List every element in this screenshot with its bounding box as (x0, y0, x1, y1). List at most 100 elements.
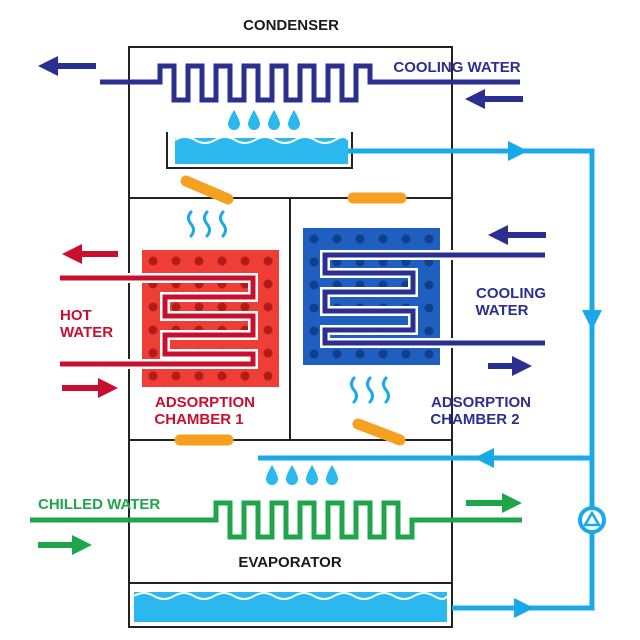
evaporator-label: EVAPORATOR (238, 554, 342, 571)
droplet (266, 465, 278, 485)
droplet (288, 110, 300, 130)
heat-wave (382, 376, 390, 404)
chamber-2-label-2: CHAMBER 2 (430, 411, 519, 428)
adsorbent-dot (217, 371, 227, 381)
adsorbent-dot (171, 302, 181, 312)
arrow-shaft (38, 542, 74, 548)
adsorbent-dot (309, 234, 319, 244)
arrow-shaft (506, 232, 546, 238)
arrow-shaft (62, 385, 100, 391)
adsorbent-dot (332, 349, 342, 359)
cooling-water-top-label: COOLING WATER (393, 59, 520, 76)
navy-arrows (38, 56, 546, 376)
adsorbent-dot (309, 349, 319, 359)
hot-water-coil (60, 275, 256, 367)
adsorbent-dot (148, 371, 158, 381)
pump-icon (578, 506, 606, 534)
arrow-right-icon (98, 378, 118, 398)
arrow-left-icon (488, 225, 508, 245)
adsorbent-dot (148, 256, 158, 266)
adsorbent-dot (401, 349, 411, 359)
valves (174, 175, 407, 446)
hot-water-label-1: HOT (60, 307, 92, 324)
adsorbent-dot (263, 302, 273, 312)
heat-wave (203, 210, 211, 238)
chamber-1-label-1: ADSORPTION (155, 394, 255, 411)
adsorbent-dot (194, 256, 204, 266)
arrow-right-icon (72, 535, 92, 555)
heat-wave (219, 210, 227, 238)
cooling-water-mid-label-2: WATER (475, 302, 528, 319)
adsorbent-dot (378, 234, 388, 244)
evaporator-water-pool (134, 592, 447, 622)
adsorbent-dot (263, 371, 273, 381)
arrow-right-icon (502, 493, 522, 513)
adsorbent-dot (194, 371, 204, 381)
condenser-water-wave (174, 136, 349, 144)
adsorbent-dot (263, 325, 273, 335)
arrow-right-icon (514, 598, 534, 618)
adsorbent-dot (424, 234, 434, 244)
heat-wave (350, 376, 358, 404)
arrow-left-icon (465, 89, 485, 109)
evaporator-droplets (266, 465, 338, 485)
adsorbent-dot (401, 234, 411, 244)
adsorbent-dot (171, 371, 181, 381)
arrow-shaft (80, 251, 118, 257)
adsorbent-dot (378, 349, 388, 359)
hot-water-label-2: WATER (60, 324, 113, 341)
heat-waves-chamber-1 (187, 210, 227, 238)
adsorbent-dot (424, 349, 434, 359)
adsorbent-dot (263, 256, 273, 266)
adsorbent-dot (309, 303, 319, 313)
adsorbent-dot (217, 302, 227, 312)
adsorbent-dot (309, 326, 319, 336)
refrigerant-loop (258, 148, 595, 611)
arrow-right-icon (512, 356, 532, 376)
adsorbent-dot (217, 256, 227, 266)
cooling-coil (322, 252, 545, 346)
droplet (306, 465, 318, 485)
adsorbent-dot (424, 303, 434, 313)
arrow-shaft (483, 96, 523, 102)
evaporator-coil (30, 500, 522, 540)
adsorbent-dot (355, 349, 365, 359)
arrow-left-icon (474, 448, 494, 468)
housing-outline (128, 46, 453, 628)
arrow-left-icon (62, 244, 82, 264)
droplet (248, 110, 260, 130)
cooling-water-pipe-chamber-2 (320, 250, 545, 348)
arrow-right-icon (508, 141, 528, 161)
arrow-shaft (56, 63, 96, 69)
adsorbent-dot (424, 326, 434, 336)
heat-waves-chamber-2 (350, 376, 390, 404)
condenser-coil (100, 63, 520, 103)
valve-chamber2-bottom (352, 418, 406, 446)
adsorbent-dot (309, 280, 319, 290)
adsorbent-dot (171, 256, 181, 266)
adsorbent-dot (240, 302, 250, 312)
adsorbent-dot (332, 234, 342, 244)
evaporator-water-wave (133, 592, 448, 600)
valve-chamber1-top (180, 175, 234, 205)
droplet (228, 110, 240, 130)
droplet (326, 465, 338, 485)
heat-wave (366, 376, 374, 404)
arrow-shaft (488, 363, 514, 369)
arrow-left-icon (38, 56, 58, 76)
adsorbent-dot (355, 234, 365, 244)
adsorbent-dot (148, 348, 158, 358)
hot-water-pipe (60, 273, 258, 369)
adsorbent-dot (263, 348, 273, 358)
adsorbent-dot (263, 279, 273, 289)
adsorbent-dot (148, 302, 158, 312)
adsorbent-dot (309, 257, 319, 267)
adsorbent-dot (240, 371, 250, 381)
pump-triangle (582, 510, 602, 527)
red-arrows (62, 244, 118, 398)
condenser-droplets (228, 110, 300, 130)
refrigerant-arrows (474, 141, 602, 618)
adsorbent-dot (194, 302, 204, 312)
heat-wave (187, 210, 195, 238)
